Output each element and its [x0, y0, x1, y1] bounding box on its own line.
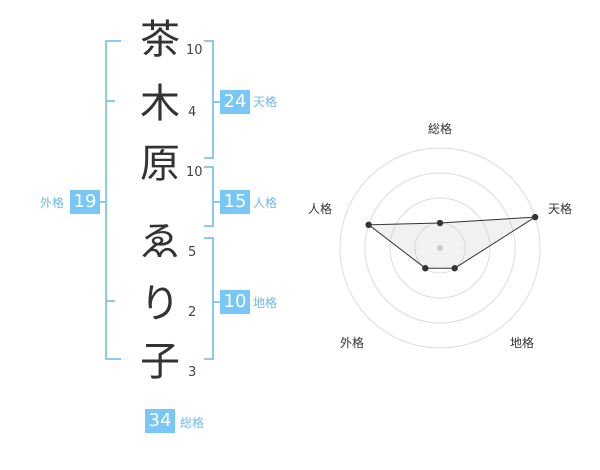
jinkaku-score-badge: 15 — [220, 190, 250, 214]
tenkaku-bracket-top — [204, 40, 214, 42]
jinkaku-bracket-line — [212, 166, 214, 226]
stroke-count-6: 3 — [188, 365, 197, 380]
gaikaku-bracket-tick-1 — [105, 100, 115, 102]
radar-point-4 — [365, 221, 372, 229]
name-char-3: 原 — [140, 141, 180, 187]
jinkaku-bracket-top — [204, 166, 214, 168]
jinkaku-bracket-bottom — [204, 225, 214, 227]
chikaku-bracket-top — [204, 237, 214, 239]
jinkaku-label: 人格 — [253, 196, 278, 210]
tenkaku-connector — [212, 101, 221, 103]
tenkaku-bracket-bottom — [204, 157, 214, 159]
gaikaku-bracket-tick-2 — [105, 300, 115, 302]
name-char-5: り — [140, 281, 180, 327]
name-char-2: 木 — [140, 81, 180, 127]
radar-point-1 — [531, 213, 539, 221]
radar-label-chikaku: 地格 — [510, 336, 535, 350]
name-char-4: ゑ — [140, 219, 180, 265]
chikaku-bracket-bottom — [204, 358, 214, 360]
radar-label-gaikaku: 外格 — [340, 336, 365, 350]
radar-label-soukaku: 総格 — [428, 122, 453, 136]
tenkaku-label: 天格 — [253, 95, 278, 109]
stroke-count-1: 10 — [186, 43, 203, 58]
gaikaku-label: 外格 — [40, 196, 65, 210]
chikaku-connector — [212, 301, 221, 303]
radar-ring-3 — [364, 172, 516, 324]
radar-point-0 — [436, 219, 444, 227]
radar-polygon — [367, 216, 536, 269]
stroke-count-3: 10 — [186, 165, 203, 180]
name-char-6: 子 — [140, 339, 180, 385]
radar-ring-4 — [339, 147, 541, 349]
chikaku-score-badge: 10 — [220, 290, 250, 314]
gaikaku-connector — [98, 201, 107, 203]
stroke-count-5: 2 — [188, 305, 197, 320]
name-char-1: 茶 — [140, 17, 180, 63]
radar-ring-2 — [389, 197, 491, 299]
soukaku-label: 総格 — [180, 416, 205, 430]
stroke-count-2: 4 — [188, 105, 197, 120]
chikaku-bracket-line — [212, 237, 214, 359]
radar-center-dot — [437, 245, 443, 251]
radar-points — [365, 213, 539, 272]
chikaku-label: 地格 — [253, 296, 278, 310]
soukaku-score-badge: 34 — [145, 409, 175, 433]
radar-label-tenkaku: 天格 — [548, 202, 573, 216]
radar-point-2 — [451, 265, 458, 272]
gaikaku-score-badge: 19 — [70, 190, 100, 214]
gaikaku-bracket-bottom — [105, 358, 121, 360]
radar-point-3 — [422, 265, 429, 272]
radar-label-jinkaku: 人格 — [308, 202, 333, 216]
gaikaku-bracket-line — [105, 40, 107, 360]
tenkaku-bracket-line — [212, 40, 214, 158]
gaikaku-bracket-top — [105, 40, 121, 42]
stroke-count-4: 5 — [188, 245, 197, 260]
tenkaku-score-badge: 24 — [220, 90, 250, 114]
jinkaku-connector — [212, 201, 221, 203]
